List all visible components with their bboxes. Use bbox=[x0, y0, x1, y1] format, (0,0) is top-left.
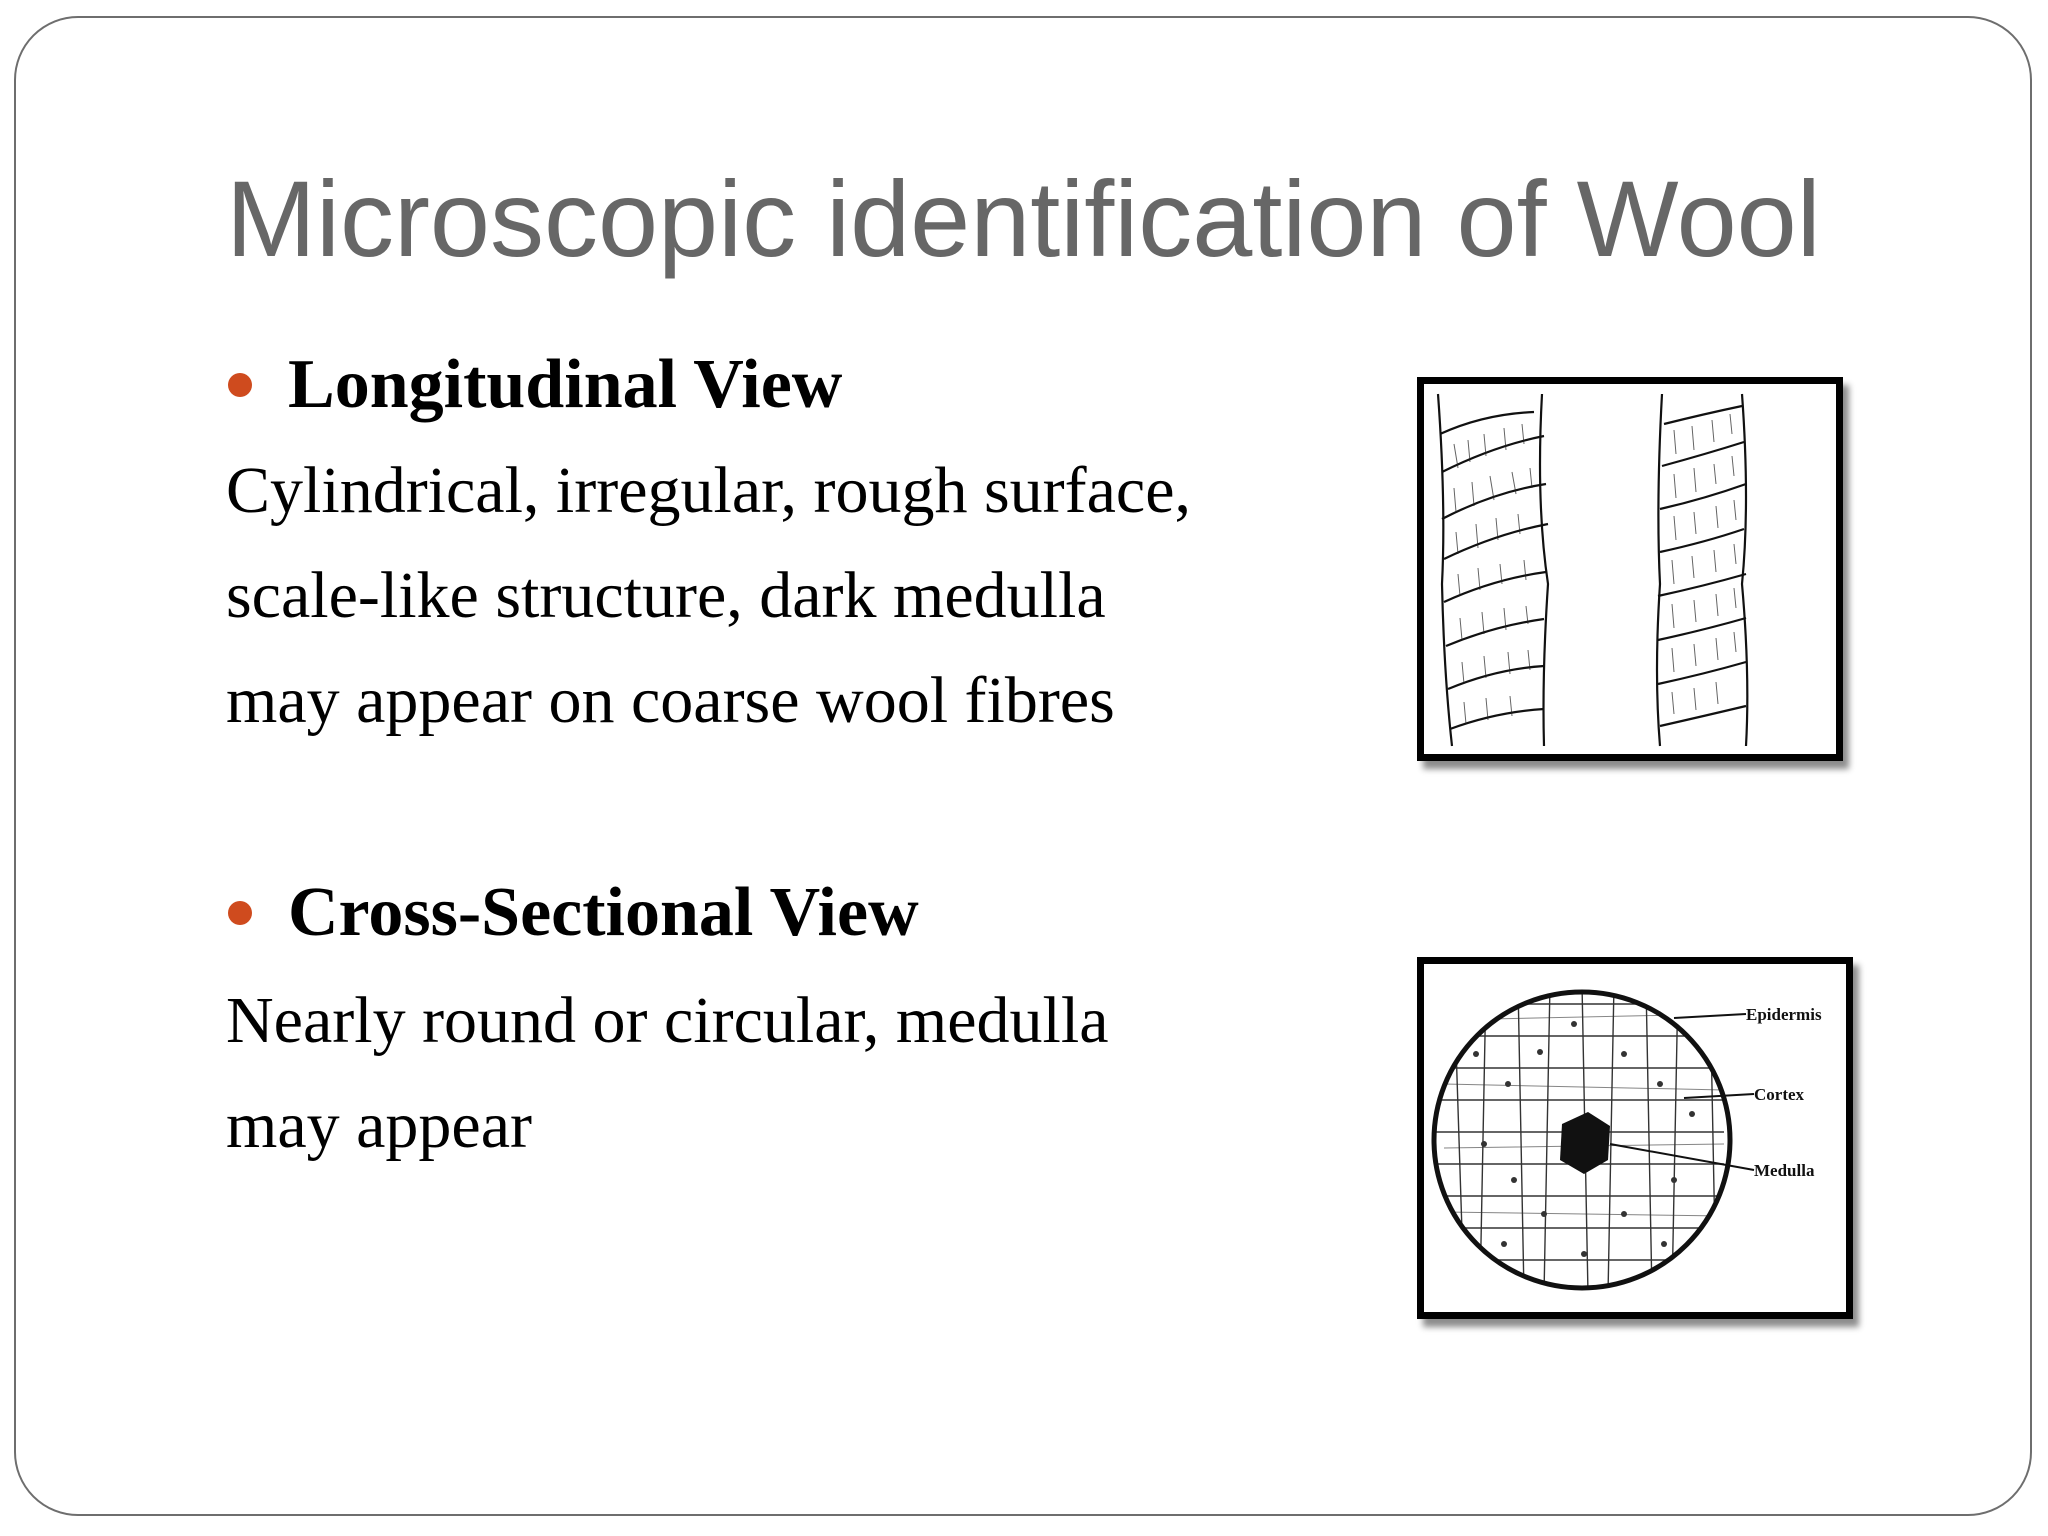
cross-sectional-line-2: may appear bbox=[226, 1089, 532, 1162]
wool-fibre-scales-icon bbox=[1436, 393, 1749, 747]
longitudinal-line-2: scale-like structure, dark medulla bbox=[226, 559, 1106, 632]
longitudinal-fibre-figure bbox=[1417, 377, 1843, 761]
slide-title: Microscopic identification of Wool bbox=[226, 158, 1821, 279]
cross-section-figure: Epidermis Cortex Medulla bbox=[1417, 957, 1853, 1319]
bullet-cross-sectional: Cross-Sectional View bbox=[228, 878, 919, 948]
cross-sectional-line-1: Nearly round or circular, medulla bbox=[226, 984, 1109, 1057]
bullet-dot-icon bbox=[228, 373, 252, 397]
bullet-longitudinal: Longitudinal View bbox=[228, 350, 842, 420]
label-medulla: Medulla bbox=[1754, 1161, 1815, 1180]
label-epidermis: Epidermis bbox=[1746, 1005, 1822, 1024]
longitudinal-line-1: Cylindrical, irregular, rough surface, bbox=[226, 454, 1191, 527]
longitudinal-heading: Longitudinal View bbox=[288, 346, 843, 423]
wool-cross-section-icon: Epidermis Cortex Medulla bbox=[1431, 989, 1822, 1291]
longitudinal-line-3: may appear on coarse wool fibres bbox=[226, 664, 1115, 737]
cross-sectional-heading: Cross-Sectional View bbox=[288, 874, 919, 951]
bullet-dot-icon bbox=[228, 901, 252, 925]
label-cortex: Cortex bbox=[1754, 1085, 1805, 1104]
